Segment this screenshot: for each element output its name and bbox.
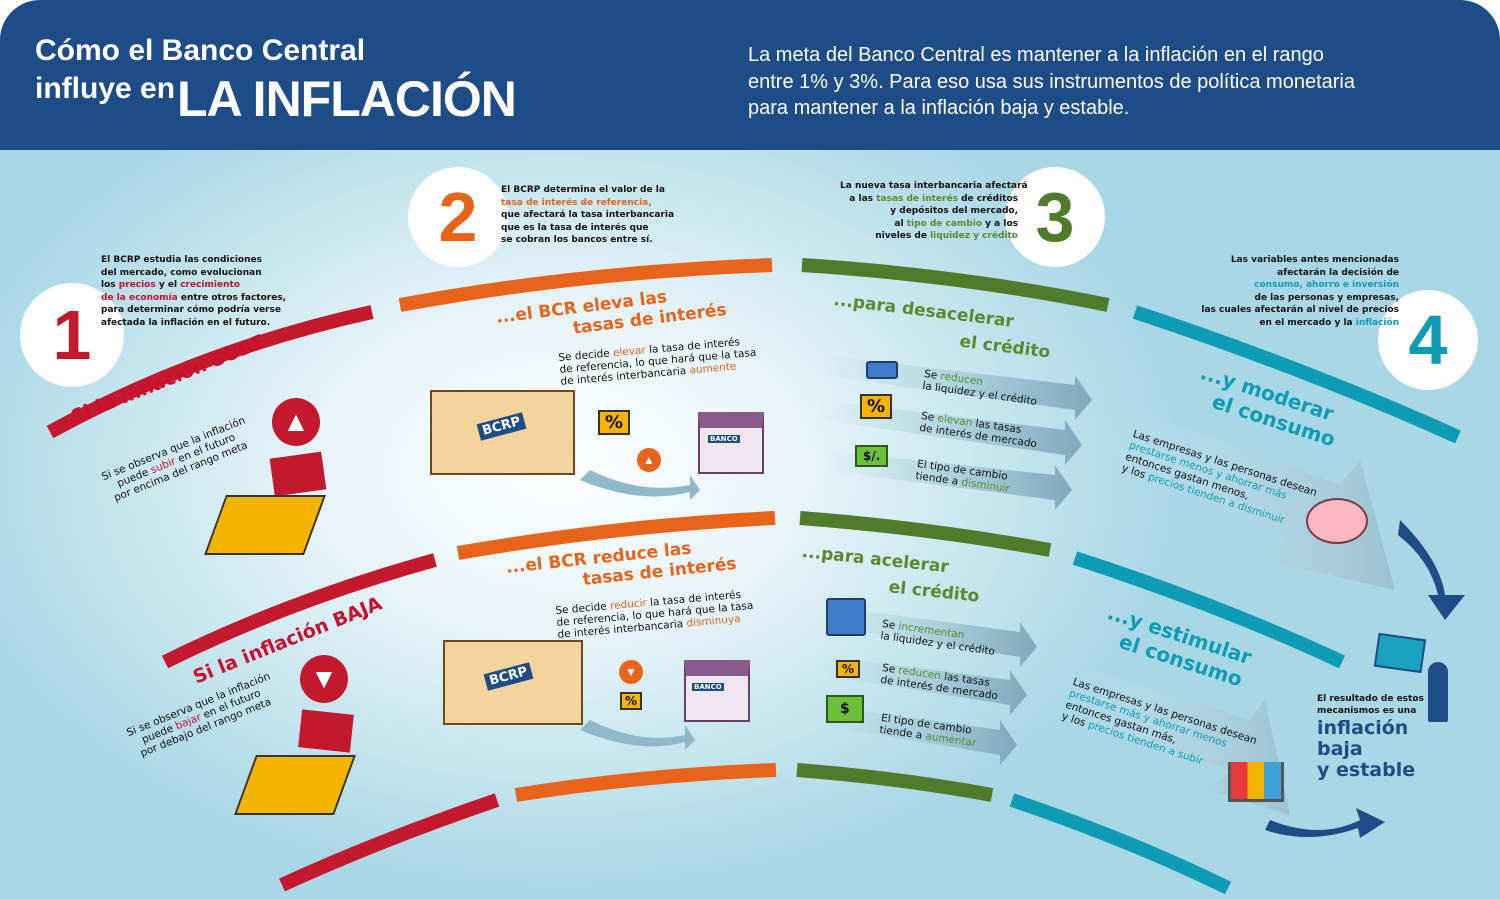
highlight-tipo-cambio: tipo de cambio <box>906 218 983 229</box>
step-1-circle: 1 <box>20 283 124 387</box>
teal-band-top <box>1132 305 1461 444</box>
text-line: para determinar cómo podría verse <box>101 305 281 315</box>
text-line: se cobran los bancos entre sí. <box>501 235 653 245</box>
teal-band-bottom <box>1009 793 1232 895</box>
percent-icon: % <box>836 660 861 678</box>
header-description: La meta del Banco Central es mantener a … <box>748 42 1355 122</box>
text-part: al <box>894 218 907 229</box>
bank-building-illustration <box>698 412 764 474</box>
money-icon: $/. <box>855 445 889 467</box>
text-part: a las <box>849 193 877 204</box>
result-arrow-up <box>1398 520 1465 620</box>
red-band-mid <box>161 553 437 669</box>
banco-sign: BANCO <box>692 683 724 691</box>
presenter-figure <box>1428 662 1448 722</box>
piggy-bank-icon <box>1306 498 1368 544</box>
description-line: La meta del Banco Central es mantener a … <box>748 44 1324 66</box>
banco-sign: BANCO <box>708 435 740 443</box>
text-part: de créditos <box>957 193 1018 204</box>
orange-band-top <box>398 258 773 312</box>
orange-band-mid <box>456 511 776 560</box>
text-part: los <box>101 280 119 290</box>
credit-cards-icon <box>826 598 866 636</box>
bank-building-illustration <box>684 660 750 722</box>
description-line: para mantener a la inflación baja y esta… <box>748 97 1130 119</box>
orange-band-bottom <box>514 763 777 802</box>
highlight-inflacion: inflación <box>1355 317 1399 328</box>
step-2-text: El BCRP determina el valor de la tasa de… <box>501 184 674 247</box>
highlight-tasas: tasas de interés <box>876 193 958 204</box>
highlight-economia: de la economía <box>101 292 178 303</box>
step-4-text: Las variables antes mencionadas afectará… <box>1200 254 1399 329</box>
step-3-circle: 3 <box>1005 167 1105 267</box>
text-line: las cuales afectarán al nivel de precios <box>1201 305 1399 315</box>
text-part: y el <box>155 280 181 290</box>
result-arrow-down <box>1265 808 1385 838</box>
green-band-top <box>801 258 1110 312</box>
step-2-circle: 2 <box>408 167 508 267</box>
highlight-precios: precios <box>118 280 156 290</box>
arrow-down-icon: ▼ <box>300 655 348 703</box>
text-part: niveles de <box>875 231 931 241</box>
rising-chart-icon <box>269 451 327 497</box>
arrow-up-icon: ▲ <box>272 398 320 446</box>
highlight-liquidez: liquidez y crédito <box>930 231 1018 241</box>
text-line: y depósitos del mercado, <box>890 206 1018 216</box>
header-bar <box>0 0 1500 150</box>
flow-arrow-up <box>580 470 700 500</box>
text-line: de las personas y empresas, <box>1254 292 1400 303</box>
text-line: Las variables antes mencionadas <box>1230 255 1399 265</box>
red-band-bottom <box>279 793 500 892</box>
flow-arrow-down <box>580 720 695 750</box>
step-3-text: La nueva tasa interbancaria afectará a l… <box>840 180 1028 243</box>
text-line: El BCRP estudia las condiciones <box>101 255 262 265</box>
credit-arrow-5 <box>820 655 1027 715</box>
consumption-arrow-up <box>1110 400 1395 590</box>
stable-chart-icon <box>1373 632 1427 674</box>
step-4-circle: 4 <box>1378 290 1478 390</box>
text-line: inflación <box>1317 717 1409 739</box>
credit-arrow-6 <box>820 705 1017 765</box>
green-band-bottom <box>796 763 994 802</box>
falling-chart-icon <box>298 709 354 753</box>
shopping-cart-icon <box>1228 762 1284 802</box>
text-line: afectada la inflación en el futuro. <box>101 317 271 328</box>
small-arrow-down-icon: ▼ <box>619 660 643 684</box>
text-line: y estable <box>1317 759 1416 781</box>
text-part: en el mercado y la <box>1259 317 1356 328</box>
step-1-text: El BCRP estudia las condiciones del merc… <box>101 254 286 329</box>
credit-card-icon <box>866 361 898 379</box>
text-line: que afectará la tasa interbancaria <box>501 210 675 220</box>
text-line: que es la tasa de interés que <box>501 222 649 233</box>
green-band-mid <box>799 511 1052 557</box>
text-line: del mercado, como evolucionan <box>101 267 262 278</box>
text-line: El resultado de estos <box>1317 694 1424 704</box>
title-prefix: influye en <box>35 72 176 105</box>
result-text: El resultado de estos mecanismos es una <box>1317 693 1424 717</box>
title-line-1: Cómo el Banco Central <box>35 34 366 67</box>
text-line: La nueva tasa interbancaria afectará <box>840 181 1028 191</box>
title-big: LA INFLACIÓN <box>177 71 517 127</box>
highlight-crecimiento: crecimiento <box>180 280 240 290</box>
highlight-tasa-referencia: tasa de interés de referencia, <box>501 197 652 208</box>
percent-icon: % <box>860 394 893 419</box>
red-band-top <box>46 305 374 439</box>
percent-sign-icon: % <box>598 410 631 435</box>
text-line: baja <box>1317 738 1363 760</box>
money-icon: $ <box>826 695 864 723</box>
text-part: entre otros factores, <box>177 292 287 303</box>
text-part: y a los <box>982 218 1018 229</box>
highlight-consumo: consumo, ahorro e inversión <box>1254 280 1399 290</box>
text-line: mecanismos es una <box>1317 706 1417 716</box>
text-line: El BCRP determina el valor de la <box>501 185 665 195</box>
credit-arrow-4 <box>820 605 1037 667</box>
percent-sign-icon: % <box>620 692 643 710</box>
teal-band-mid <box>1072 551 1345 669</box>
text-line: afectarán la decisión de <box>1277 267 1399 278</box>
small-arrow-up-icon: ▲ <box>637 448 661 472</box>
description-line: entre 1% y 3%. Para eso usa sus instrume… <box>748 70 1355 93</box>
